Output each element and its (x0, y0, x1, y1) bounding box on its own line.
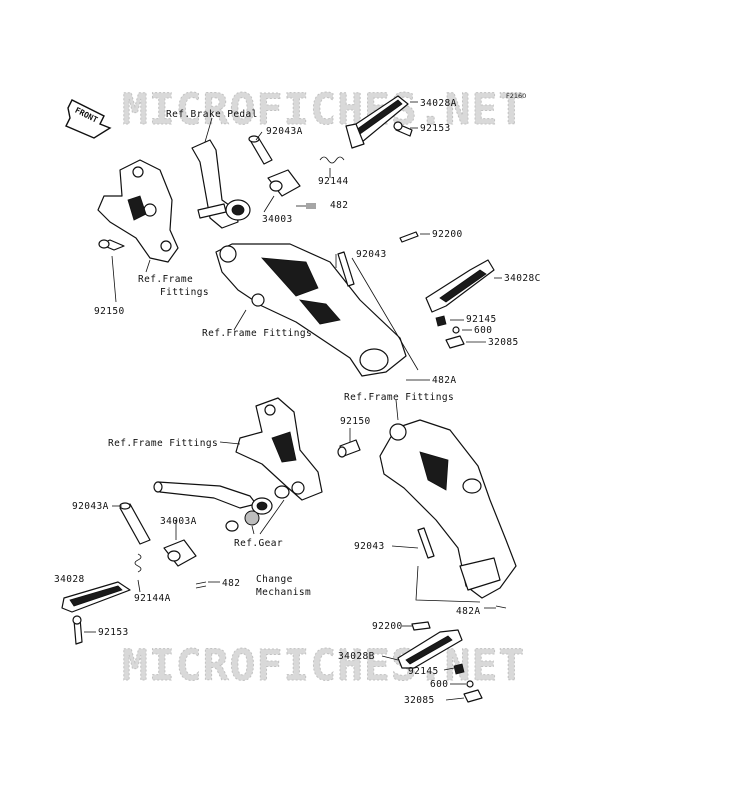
cotter-482-top (306, 203, 316, 209)
label-92043A-top: 92043A (266, 126, 303, 137)
footpeg-34028 (61, 581, 131, 613)
label-92043-bot: 92043 (354, 541, 385, 552)
label-92150-top: 92150 (94, 306, 125, 317)
label-92145-top: 92145 (466, 314, 497, 325)
ball-600-top (452, 326, 460, 334)
label-92200-bot: 92200 (372, 621, 403, 632)
rear-brake-bracket (97, 159, 179, 263)
pin-92043-bot (417, 527, 435, 559)
label-482A-top: 482A (432, 375, 456, 386)
label-600-top: 600 (474, 325, 492, 336)
label-92150-mid: 92150 (340, 416, 371, 427)
watermark-bottom: MICROFICHES.NET (122, 641, 525, 691)
label-92200-top: 92200 (432, 229, 463, 240)
bolt-92153-top (393, 121, 413, 137)
detent-32085-bot (463, 689, 483, 703)
label-ref-frame-2: Ref.Frame Fittings (202, 328, 312, 339)
front-arrow-icon: FRONT (65, 99, 112, 139)
label-32085-bot: 32085 (404, 695, 435, 706)
label-482-bot: 482 (222, 578, 240, 589)
passenger-bracket-left (379, 419, 517, 599)
bolt-92153-bot (72, 615, 83, 645)
washer-pair (225, 485, 290, 532)
cotter-482A-bot (495, 605, 507, 609)
label-ref-gear-line3: Mechanism (256, 587, 311, 598)
label-32085-top: 32085 (488, 337, 519, 348)
label-482A-bot: 482A (456, 606, 480, 617)
label-92043-top: 92043 (356, 249, 387, 260)
pin-92043-top (337, 251, 355, 287)
leader-lines (84, 101, 502, 701)
spring-92145-bot (453, 663, 465, 675)
footpeg-34028B (397, 629, 463, 669)
label-482-top: 482 (330, 200, 348, 211)
label-92043A-bot: 92043A (72, 501, 109, 512)
shift-bracket (235, 397, 323, 501)
detent-32085-top (445, 335, 465, 349)
brake-pedal (191, 139, 251, 229)
label-ref-frame-1-line1: Ref.Frame (138, 274, 193, 285)
label-ref-frame-1-line2: Fittings (160, 287, 209, 298)
label-92153-bot: 92153 (98, 627, 129, 638)
passenger-bracket-right (215, 243, 407, 377)
label-ref-frame-4: Ref.Frame Fittings (108, 438, 218, 449)
label-92144A: 92144A (134, 593, 171, 604)
ball-600-bot (466, 680, 474, 688)
label-34028: 34028 (54, 574, 85, 585)
label-34003: 34003 (262, 214, 293, 225)
cotter-482-bot (195, 581, 207, 589)
label-34028B: 34028B (338, 651, 375, 662)
footpeg-34028C (425, 259, 495, 313)
spring-92145-top (435, 315, 447, 327)
bolt-92150-mid (337, 439, 361, 458)
label-600-bot: 600 (430, 679, 448, 690)
label-34028A: 34028A (420, 98, 457, 109)
label-ref-gear-line2: Change (256, 574, 293, 585)
pin-92200-top (399, 231, 419, 243)
pin-92200-bot (411, 621, 431, 631)
bolt-92150-top (98, 239, 125, 251)
spring-92144 (319, 156, 345, 164)
label-34028C: 34028C (504, 273, 541, 284)
shift-lever (153, 481, 273, 515)
footpeg-holder-34003A (163, 539, 197, 567)
label-92144: 92144 (318, 176, 349, 187)
label-92145-bot: 92145 (408, 666, 439, 677)
figure-code: F2160 (506, 92, 526, 100)
label-34003A: 34003A (160, 516, 197, 527)
footpeg-holder-34003 (267, 169, 301, 197)
watermark-top: MICROFICHES.NET (122, 85, 525, 135)
label-ref-frame-3: Ref.Frame Fittings (344, 392, 454, 403)
label-92153-top: 92153 (420, 123, 451, 134)
pin-92043A-top (248, 135, 273, 165)
label-ref-brake-pedal: Ref.Brake Pedal (166, 109, 258, 120)
footpeg-34028A (345, 95, 409, 149)
label-ref-gear-line1: Ref.Gear (234, 538, 283, 549)
spring-92144A (134, 553, 142, 573)
pin-92043A-bot (119, 502, 151, 545)
